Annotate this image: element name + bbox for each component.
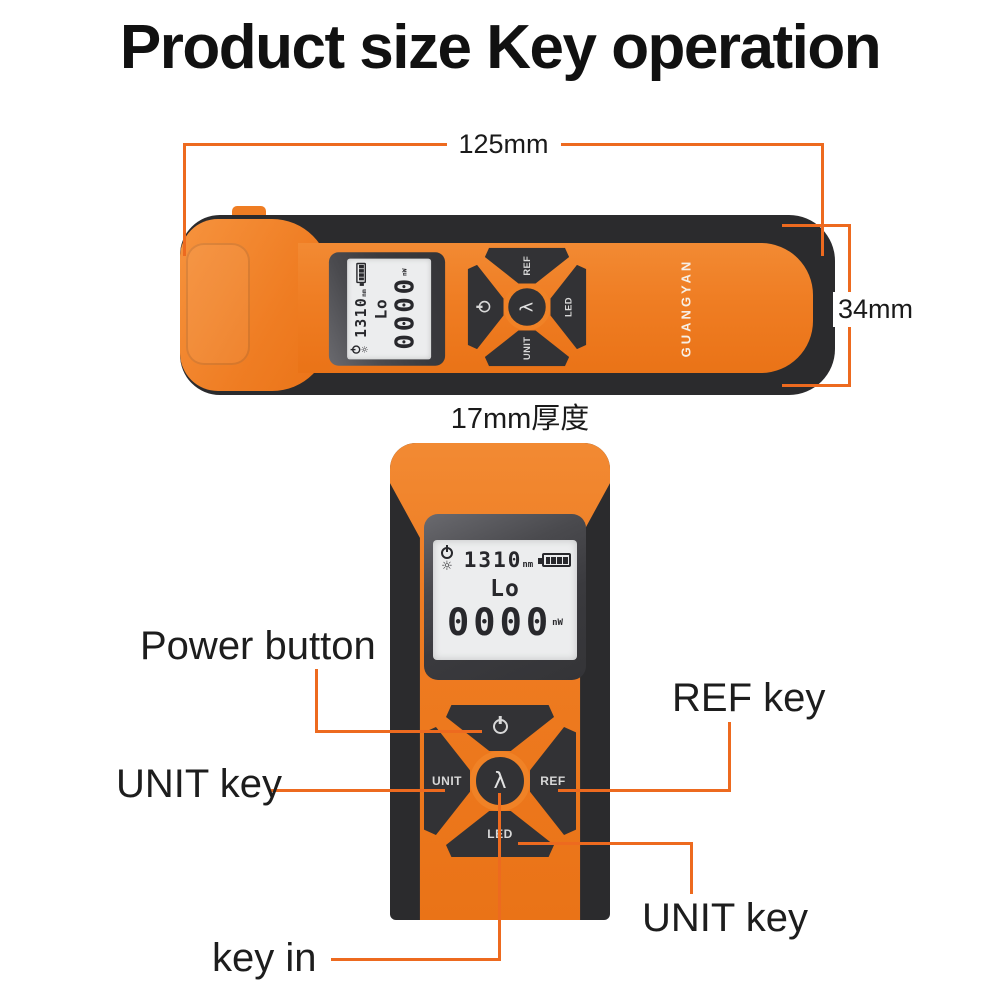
unit-left-callout-line: [271, 789, 445, 792]
device-connector-head: [180, 219, 330, 391]
power-indicator-icon: [351, 344, 360, 354]
battery-icon: [355, 262, 366, 283]
wavelength-readout: 1310nm: [463, 548, 534, 572]
dimension-width-label: 125mm: [446, 129, 561, 160]
unit-key-left-label: UNIT key: [116, 762, 282, 806]
lcd-status-row: ☼ 1310nm: [350, 261, 371, 355]
brand-text: GUANGYAN: [678, 258, 694, 358]
brightness-icon: ☼: [441, 559, 453, 574]
wavelength-readout: 1310nm: [352, 288, 369, 338]
unit-key: UNIT: [485, 330, 569, 366]
page-title: Product size Key operation: [119, 13, 882, 82]
dimension-height-label: 34mm: [833, 292, 919, 327]
dimension-width-bracket: 125mm: [183, 129, 824, 256]
led-key: LED: [550, 265, 586, 349]
mode-readout: Lo: [371, 298, 390, 319]
mode-readout: Lo: [490, 576, 520, 602]
power-callout-line: [315, 669, 482, 733]
brightness-icon: ☼: [359, 345, 371, 354]
lambda-key: λ: [503, 283, 551, 331]
dimension-thickness-label: 17mm厚度: [450, 403, 590, 435]
power-indicator-icon: [441, 547, 453, 559]
key-in-callout-line: [331, 793, 501, 961]
ref-callout-line: [558, 722, 731, 792]
lcd-status-row: ☼ 1310nm: [439, 545, 573, 575]
power-key: [468, 265, 504, 349]
battery-icon: [538, 553, 571, 567]
keypad-cross: UNIT REF LED λ: [468, 248, 587, 367]
key-in-label: key in: [212, 936, 317, 980]
power-button-label: Power button: [140, 624, 376, 668]
ref-key-label: REF key: [672, 676, 826, 720]
connector-cover: [186, 243, 250, 365]
power-key-icon: [492, 718, 508, 734]
unit-key-bottom-label: UNIT key: [642, 896, 808, 940]
unit-bottom-callout-line: [518, 842, 693, 894]
power-key-icon: [478, 301, 490, 313]
